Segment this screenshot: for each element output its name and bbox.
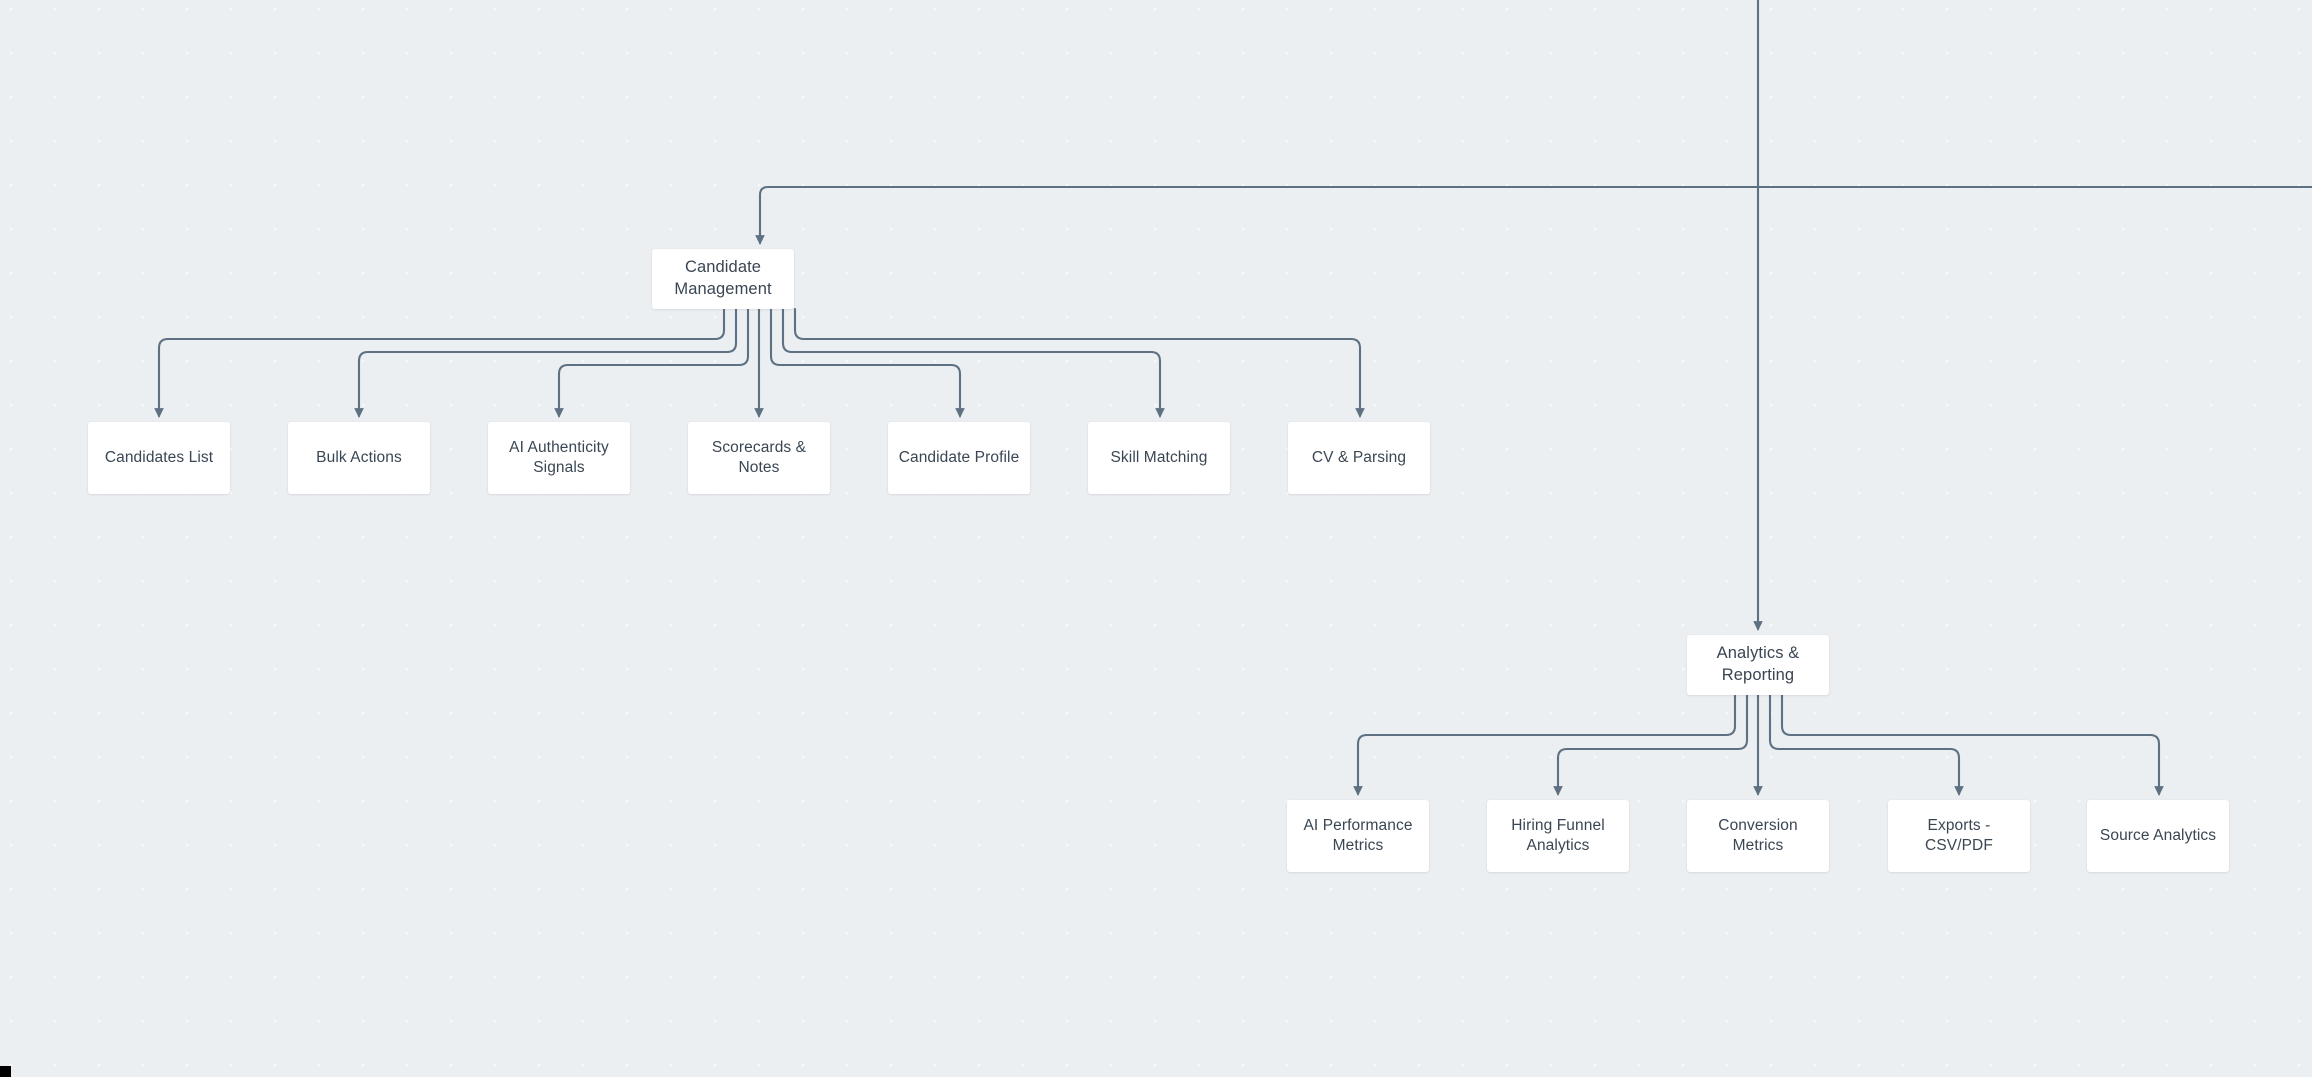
node-label-line1: Candidates List xyxy=(104,448,214,466)
node-label-line1: Conversion Metrics xyxy=(1718,816,1798,854)
node-label-line1: Analytics & Reporting xyxy=(1716,644,1800,684)
edge-cm-to-candidates-list xyxy=(154,307,726,418)
edge-cm-to-bulk-actions xyxy=(354,307,738,418)
edge-cm-to-ai-authenticity-signals xyxy=(554,307,750,418)
node-label-line2: Management xyxy=(674,280,772,298)
node-label-line1: Source Analytics xyxy=(2099,826,2217,844)
edge-ar-to-hiring-funnel-analytics xyxy=(1553,693,1749,796)
node-cv-parsing[interactable]: CV & Parsing xyxy=(1288,422,1430,494)
edge-trunk-to-candidate-management xyxy=(755,185,1760,245)
node-label-line1: Candidate xyxy=(684,258,762,277)
node-hiring-funnel-analytics[interactable]: Hiring Funnel Analytics xyxy=(1487,800,1629,872)
node-label-line1: AI Performance xyxy=(1303,816,1413,834)
node-label-line1: Scorecards & Notes xyxy=(711,438,807,476)
node-bulk-actions[interactable]: Bulk Actions xyxy=(288,422,430,494)
node-candidates-list[interactable]: Candidates List xyxy=(88,422,230,494)
edge-cm-to-cv-parsing xyxy=(793,307,1365,418)
edge-cm-to-candidate-profile xyxy=(769,307,965,418)
node-ai-authenticity-signals[interactable]: AI Authenticity Signals xyxy=(488,422,630,494)
edge-ar-to-ai-performance-metrics xyxy=(1353,693,1737,796)
edge-ar-to-source-analytics xyxy=(1780,693,2164,796)
edge-cm-to-skill-matching xyxy=(781,307,1165,418)
node-label-line2: Metrics xyxy=(1332,837,1384,854)
node-label-line1: Hiring Funnel xyxy=(1511,816,1605,834)
node-exports-csv-pdf[interactable]: Exports - CSV/PDF xyxy=(1888,800,2030,872)
node-label-line1: CV & Parsing xyxy=(1311,448,1407,466)
node-label-line1: Skill Matching xyxy=(1110,448,1208,466)
node-candidate-profile[interactable]: Candidate Profile xyxy=(888,422,1030,494)
corner-marker xyxy=(0,1066,11,1077)
node-label-line1: Candidate Profile xyxy=(898,448,1020,466)
node-conversion-metrics[interactable]: Conversion Metrics xyxy=(1687,800,1829,872)
node-scorecards-notes[interactable]: Scorecards & Notes xyxy=(688,422,830,494)
node-label-line1: Bulk Actions xyxy=(316,448,402,466)
node-source-analytics[interactable]: Source Analytics xyxy=(2087,800,2229,872)
node-ai-performance-metrics[interactable]: AI Performance Metrics xyxy=(1287,800,1429,872)
node-label-line1: AI Authenticity Signals xyxy=(509,438,609,476)
edge-ar-to-exports-csv-pdf xyxy=(1768,693,1964,796)
node-label-line1: Exports - CSV/PDF xyxy=(1925,816,1993,854)
node-analytics-reporting[interactable]: Analytics & Reporting xyxy=(1687,635,1829,695)
node-skill-matching[interactable]: Skill Matching xyxy=(1088,422,1230,494)
node-label-line2: Analytics xyxy=(1526,837,1590,854)
node-candidate-management[interactable]: Candidate Management xyxy=(652,249,794,309)
